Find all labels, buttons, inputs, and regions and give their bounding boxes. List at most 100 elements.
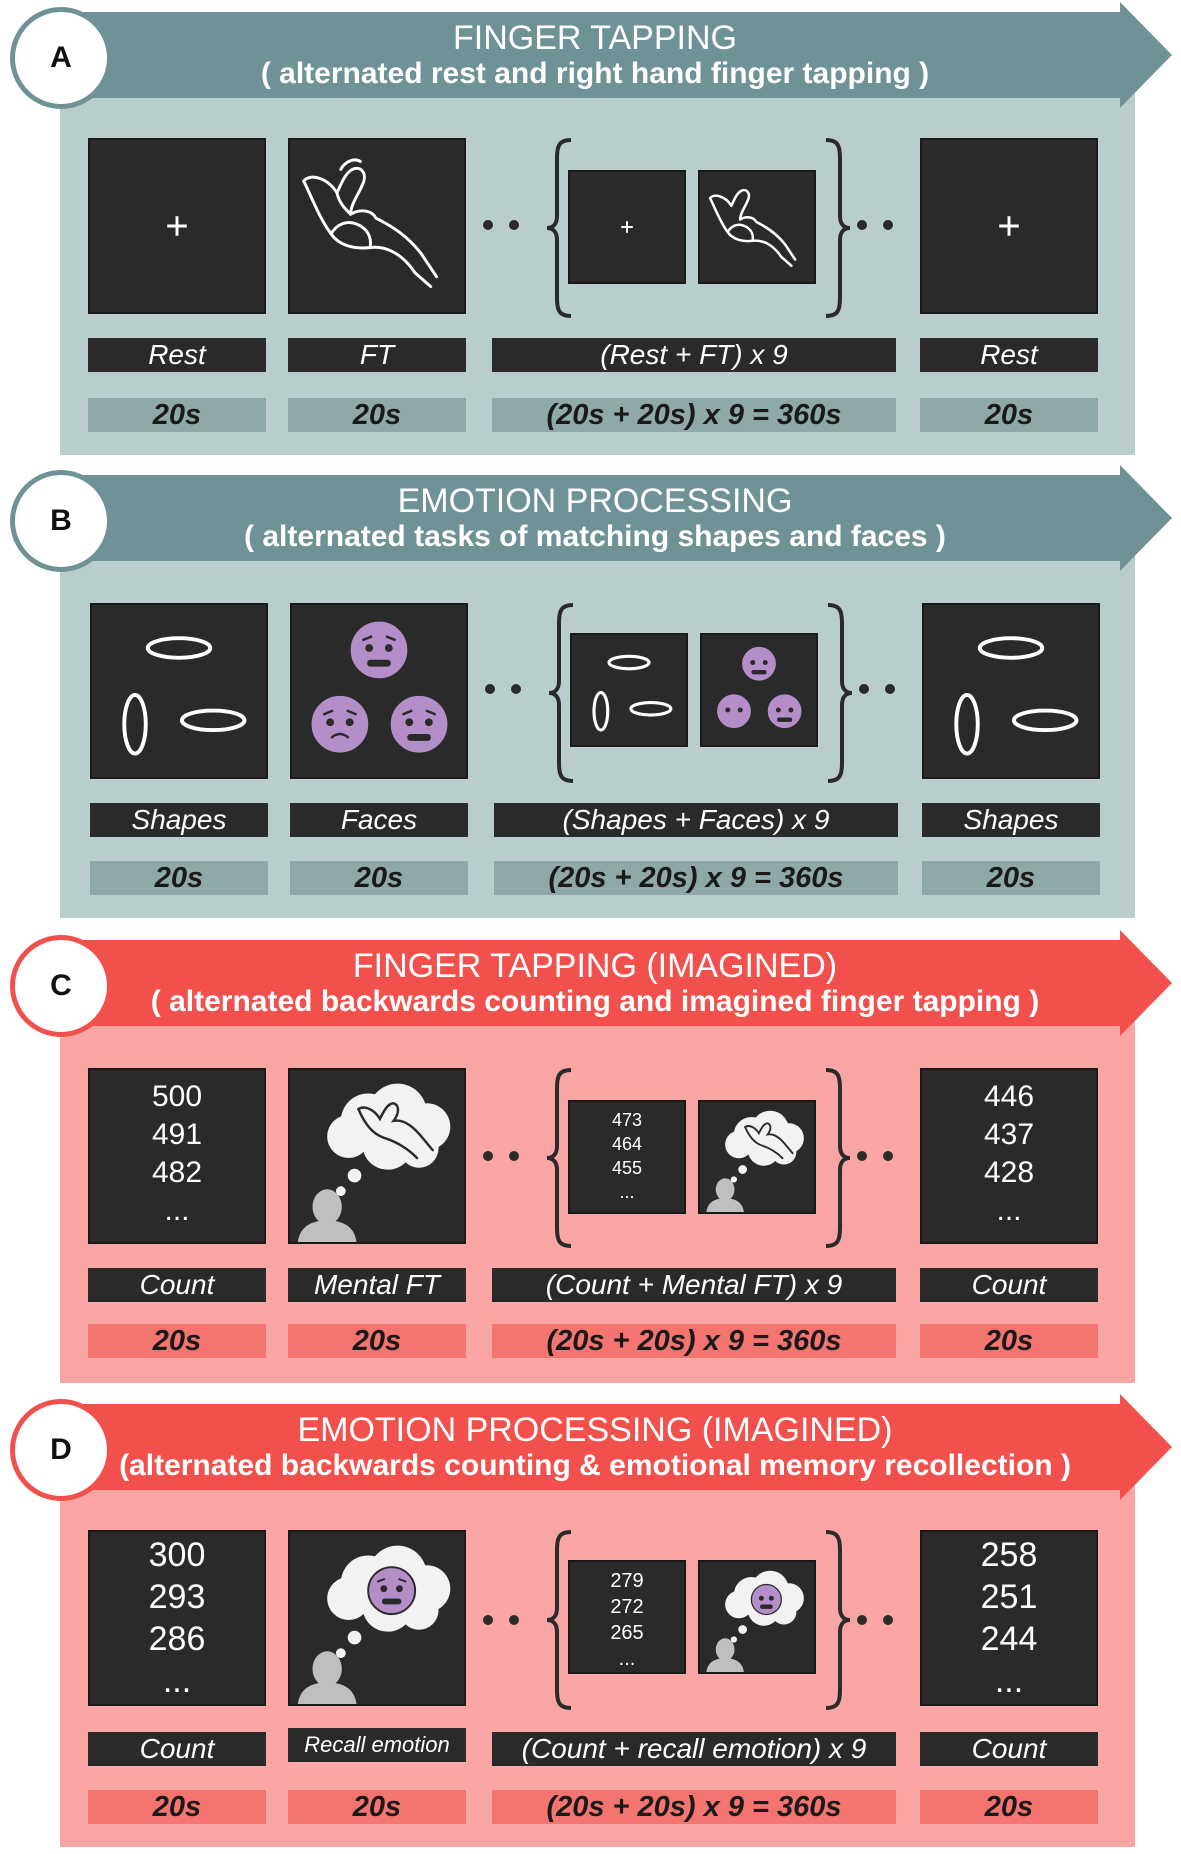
- count-screen-small: 473 464 455 ...: [568, 1100, 686, 1214]
- block-duration: 20s: [88, 1324, 266, 1358]
- count-number: 482: [151, 1156, 203, 1189]
- block-duration: 20s: [922, 861, 1100, 895]
- count-ellipsis: ...: [162, 1662, 192, 1700]
- count-number: 491: [151, 1118, 203, 1151]
- fixation-cross-icon: [167, 216, 187, 236]
- block-duration: 20s: [88, 1790, 266, 1824]
- block-duration: (20s + 20s) x 9 = 360s: [492, 1790, 896, 1824]
- panel-a: A FINGER TAPPING ( alternated rest and r…: [0, 0, 1181, 458]
- shapes-screen-final: [922, 603, 1100, 779]
- block-duration: 20s: [88, 398, 266, 432]
- block-label: (Count + Mental FT) x 9: [492, 1268, 896, 1302]
- mental-ft-screen-small: [698, 1100, 816, 1214]
- block-duration: (20s + 20s) x 9 = 360s: [494, 861, 898, 895]
- count-ellipsis: ...: [994, 1662, 1024, 1700]
- block-label: Faces: [290, 803, 468, 837]
- panel-a-title: FINGER TAPPING: [452, 19, 737, 57]
- panel-c: C FINGER TAPPING (IMAGINED) ( alternated…: [0, 928, 1181, 1386]
- shapes-screen-small: [570, 633, 688, 747]
- continuation-dots: [485, 684, 521, 694]
- block-label: Count: [920, 1268, 1098, 1302]
- panel-d-header-arrow: [60, 1394, 1172, 1500]
- block-label: Recall emotion: [288, 1728, 466, 1762]
- panel-c-subtitle: ( alternated backwards counting and imag…: [150, 985, 1040, 1018]
- block-label: (Count + recall emotion) x 9: [492, 1732, 896, 1766]
- count-number: 300: [148, 1536, 206, 1574]
- continuation-dots: [857, 1615, 893, 1625]
- panel-c-header-arrow: [60, 930, 1172, 1036]
- count-number: 286: [148, 1620, 206, 1658]
- finger-tapping-screen: [288, 138, 466, 314]
- rest-screen-small: [568, 170, 686, 284]
- faces-screen-small: [700, 633, 818, 747]
- count-ellipsis: ...: [164, 1194, 190, 1227]
- person-silhouette-icon: [706, 1178, 744, 1212]
- block-label: Count: [920, 1732, 1098, 1766]
- panel-b-title-block: EMOTION PROCESSING ( alternated tasks of…: [110, 483, 1080, 555]
- shapes-screen: [90, 603, 268, 779]
- right-brace: [825, 1068, 851, 1248]
- count-screen: 500 491 482 ...: [88, 1068, 266, 1244]
- right-brace: [827, 603, 853, 783]
- fixation-cross-icon: [621, 221, 633, 233]
- hand-icon: [302, 158, 439, 289]
- hand-icon: [708, 188, 797, 267]
- block-label: Rest: [88, 338, 266, 372]
- rest-screen: [88, 138, 266, 314]
- panel-d-subtitle: (alternated backwards counting & emotion…: [119, 1449, 1071, 1482]
- count-number: 244: [980, 1620, 1038, 1658]
- recall-emotion-screen: [288, 1530, 466, 1706]
- block-label: Shapes: [90, 803, 268, 837]
- count-ellipsis: ...: [619, 1182, 635, 1202]
- panel-b-letter: B: [10, 470, 112, 572]
- count-ellipsis: ...: [996, 1194, 1022, 1227]
- count-number: 455: [611, 1158, 643, 1178]
- ellipses-icon: [122, 636, 247, 756]
- count-number: 446: [983, 1080, 1035, 1113]
- rest-screen-final: [920, 138, 1098, 314]
- panel-b-header-arrow: [60, 465, 1172, 571]
- block-label: (Rest + FT) x 9: [492, 338, 896, 372]
- panel-a-header-arrow: [60, 2, 1172, 108]
- panel-c-letter: C: [10, 935, 112, 1037]
- worried-faces-icon: [715, 645, 803, 730]
- continuation-dots: [859, 684, 895, 694]
- count-number: 500: [151, 1080, 203, 1113]
- panel-d-title-block: EMOTION PROCESSING (IMAGINED) (alternate…: [110, 1412, 1080, 1484]
- right-brace: [825, 138, 851, 318]
- block-duration: (20s + 20s) x 9 = 360s: [492, 398, 896, 432]
- continuation-dots: [857, 220, 893, 230]
- panel-c-title-block: FINGER TAPPING (IMAGINED) ( alternated b…: [110, 948, 1080, 1020]
- worried-face-icon: [367, 1566, 417, 1616]
- mental-ft-screen: [288, 1068, 466, 1244]
- block-label: Rest: [920, 338, 1098, 372]
- block-label: Shapes: [922, 803, 1100, 837]
- count-screen-final: 446 437 428 ...: [920, 1068, 1098, 1244]
- panel-d-title: EMOTION PROCESSING (IMAGINED): [297, 1411, 893, 1449]
- panel-b-subtitle: ( alternated tasks of matching shapes an…: [244, 520, 946, 553]
- count-number: 279: [610, 1570, 644, 1592]
- left-brace: [548, 603, 574, 783]
- panel-a-title-block: FINGER TAPPING ( alternated rest and rig…: [110, 20, 1080, 92]
- count-screen-final: 258 251 244 ...: [920, 1530, 1098, 1706]
- panel-d: D EMOTION PROCESSING (IMAGINED) (alterna…: [0, 1392, 1181, 1850]
- right-brace: [825, 1530, 851, 1710]
- finger-tapping-screen-small: [698, 170, 816, 284]
- count-screen-small: 279 272 265 ...: [568, 1560, 686, 1674]
- block-label: Count: [88, 1268, 266, 1302]
- panel-d-letter: D: [10, 1399, 112, 1501]
- person-silhouette-icon: [706, 1638, 744, 1672]
- count-screen: 300 293 286 ...: [88, 1530, 266, 1706]
- block-duration: 20s: [90, 861, 268, 895]
- person-silhouette-icon: [297, 1651, 357, 1704]
- count-ellipsis: ...: [618, 1648, 636, 1670]
- block-label: (Shapes + Faces) x 9: [494, 803, 898, 837]
- worried-face-icon: [750, 1583, 782, 1616]
- hand-icon: [744, 1122, 794, 1160]
- continuation-dots: [857, 1151, 893, 1161]
- panel-b-title: EMOTION PROCESSING: [397, 482, 793, 520]
- hand-icon: [357, 1102, 434, 1160]
- left-brace: [546, 138, 572, 318]
- block-label: Count: [88, 1732, 266, 1766]
- block-duration: 20s: [288, 398, 466, 432]
